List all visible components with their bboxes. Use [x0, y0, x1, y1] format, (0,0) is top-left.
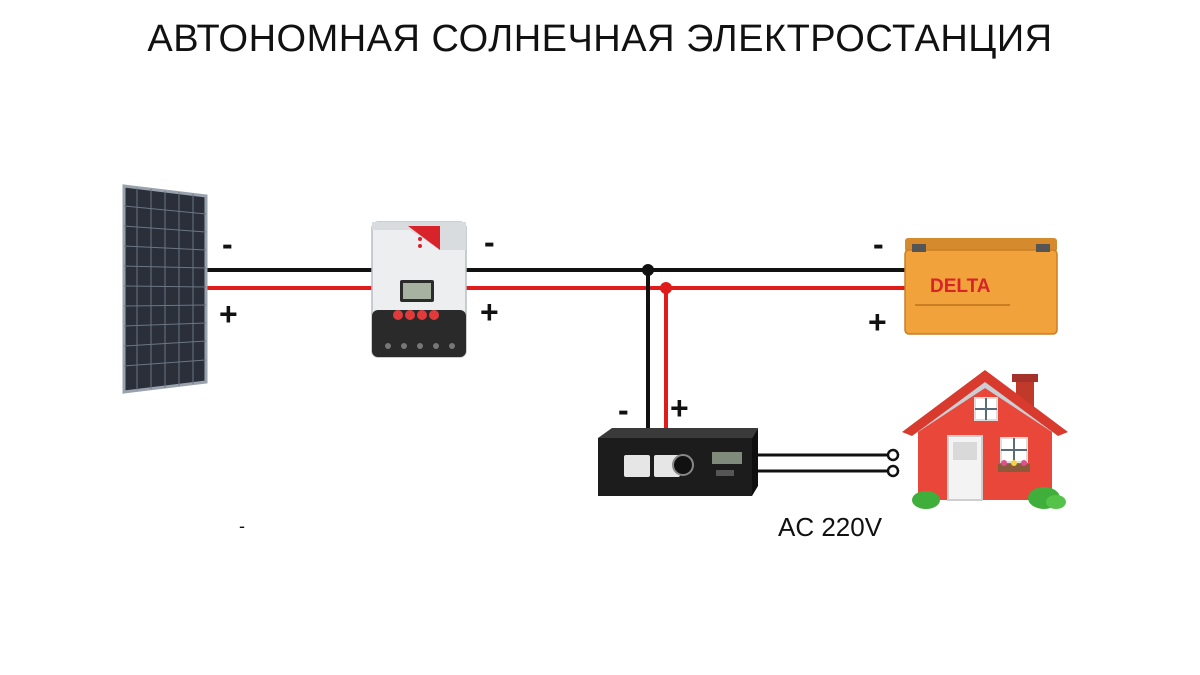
junction-positive: [660, 282, 672, 294]
ac-output-label: AC 220V: [778, 512, 883, 542]
stray-mark: -: [239, 516, 245, 536]
battery-minus-label: -: [873, 226, 884, 262]
controller-plus-label: +: [480, 294, 499, 330]
ac-terminal-2: [886, 464, 900, 478]
battery-plus-label: +: [868, 304, 887, 340]
controller-minus-label: -: [484, 224, 495, 260]
charge-controller: [371, 221, 467, 358]
inverter-minus-label: -: [618, 392, 629, 428]
ac-terminal-1: [886, 448, 900, 462]
battery: DELTA: [904, 238, 1058, 335]
page-title: АВТОНОМНАЯ СОЛНЕЧНАЯ ЭЛЕКТРОСТАНЦИЯ: [147, 18, 1053, 60]
junction-negative: [642, 264, 654, 276]
solar-panel: [122, 184, 208, 394]
panel-minus-label: -: [222, 226, 233, 262]
inverter: [598, 428, 758, 496]
panel-plus-label: +: [219, 296, 238, 332]
battery-brand-text: DELTA: [930, 276, 991, 297]
inverter-plus-label: +: [670, 390, 689, 426]
house: [902, 370, 1068, 509]
